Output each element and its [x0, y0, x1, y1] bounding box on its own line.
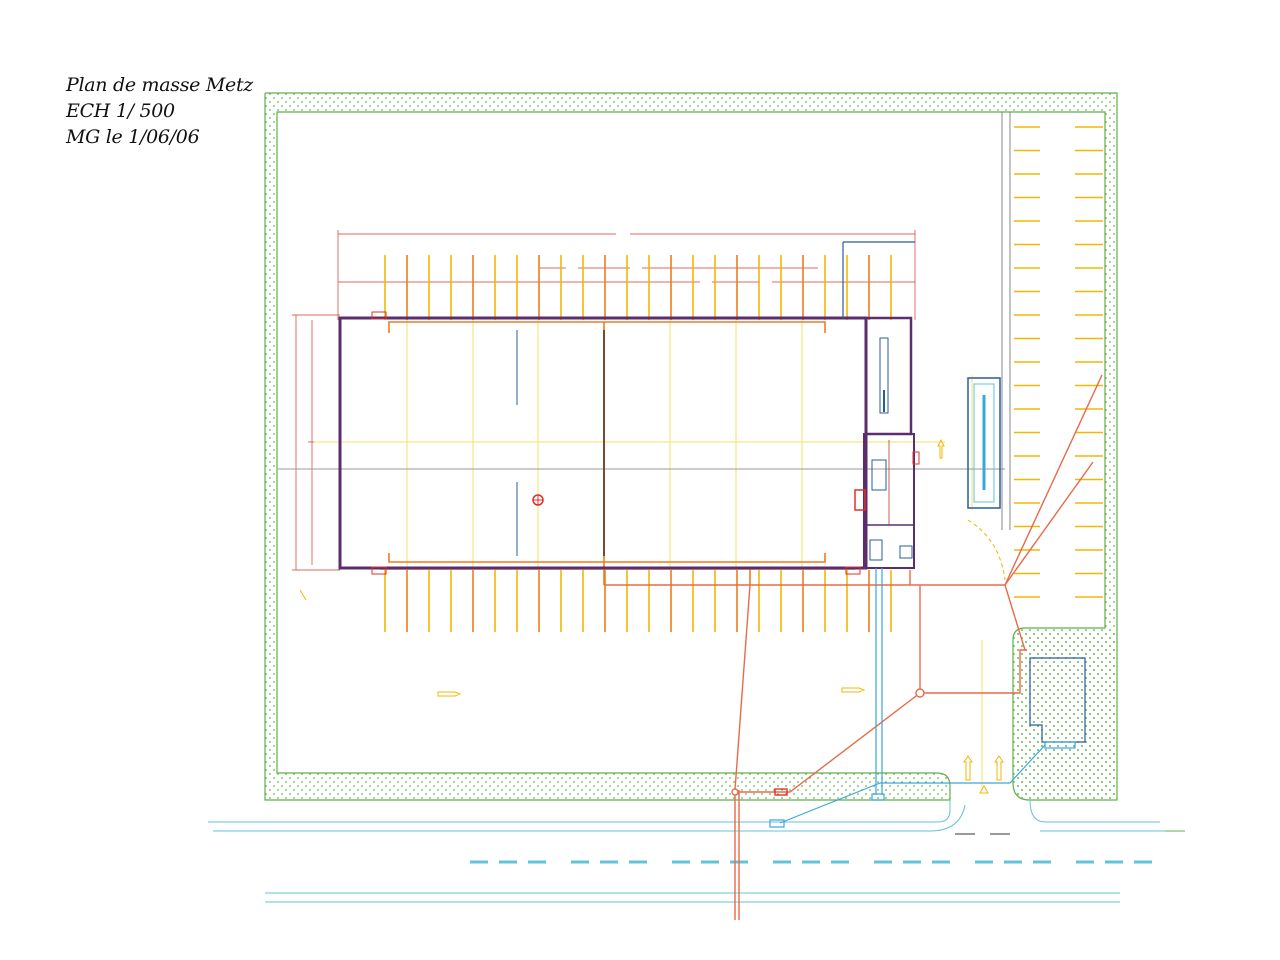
parking-stalls-north: [384, 255, 892, 320]
drainage-network-red: [604, 374, 1103, 920]
building-grid-lines: [314, 320, 983, 790]
parking-stalls-south: [384, 570, 892, 632]
dimension-labels: [566, 231, 772, 283]
pedestrian-path: [967, 112, 1011, 581]
canopy-gutters: [380, 321, 855, 585]
office-annex: [842, 241, 920, 569]
main-building: [338, 311, 868, 575]
parking-stalls-east: [1014, 126, 1103, 598]
landscape-perimeter: [264, 92, 1118, 801]
plan-date: MG le 1/06/06: [66, 126, 200, 148]
road: [208, 799, 1185, 903]
title-block: Plan de masse Metz ECH 1/ 500 MG le 1/06…: [66, 72, 253, 150]
plan-scale: ECH 1/ 500: [66, 100, 175, 122]
water-network-blue: [769, 568, 1046, 828]
plan-title: Plan de masse Metz: [66, 74, 253, 96]
traffic-arrows: [299, 438, 1004, 794]
